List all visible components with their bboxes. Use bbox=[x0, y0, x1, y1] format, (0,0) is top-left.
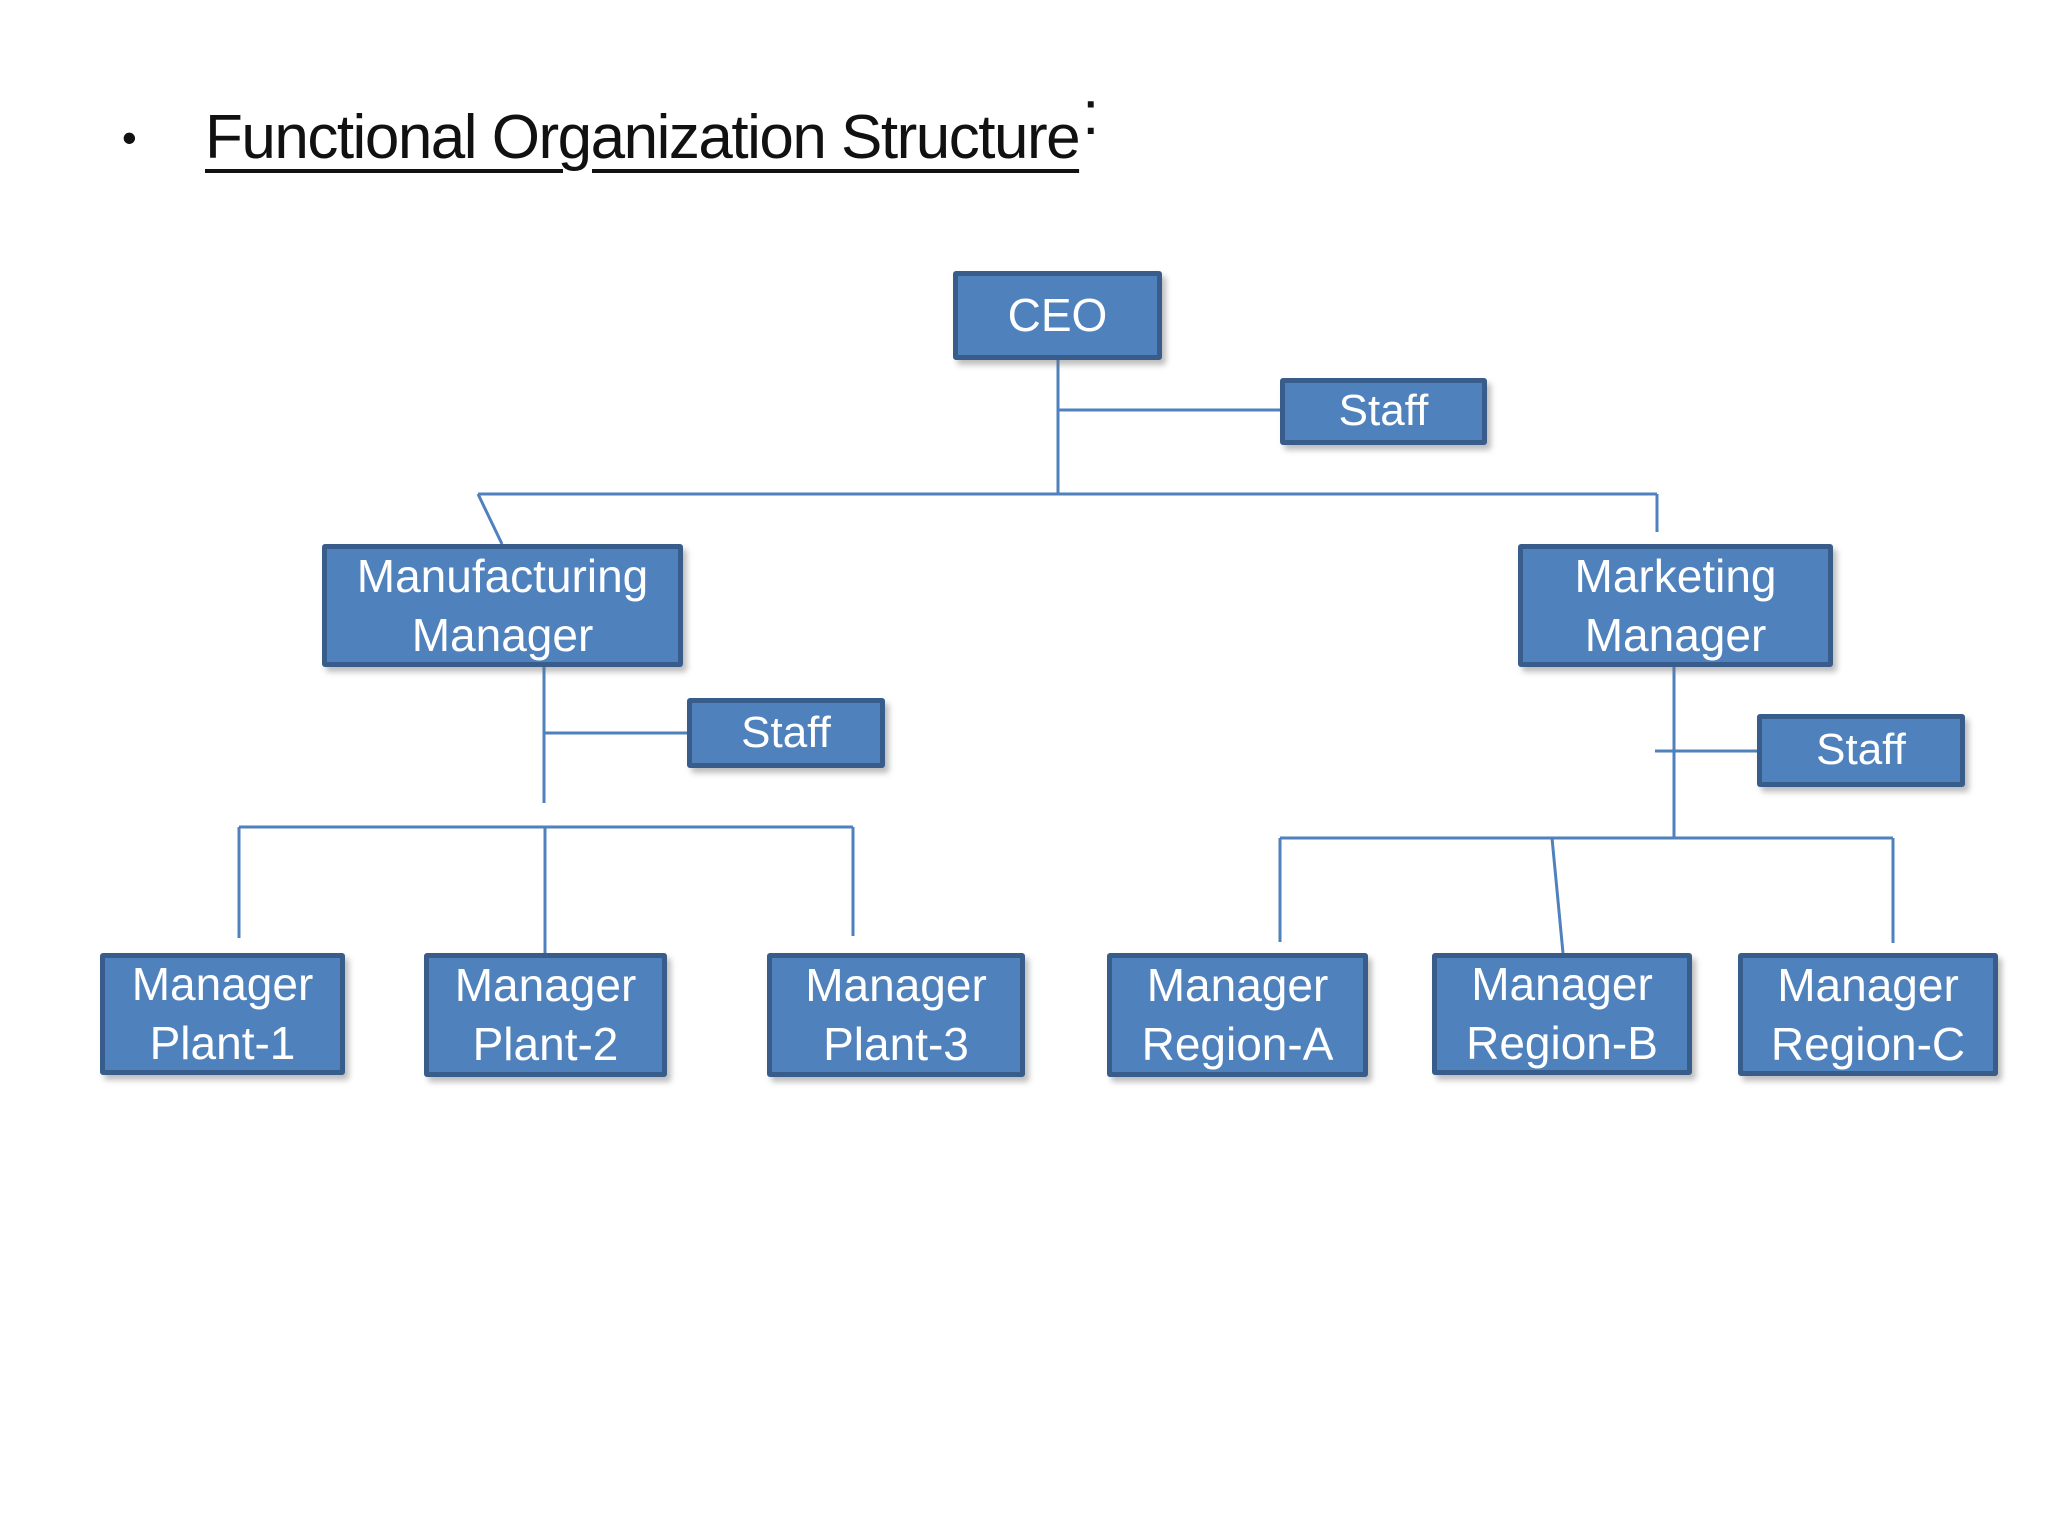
org-node-manager-plant-2: Manager Plant-2 bbox=[424, 953, 667, 1077]
org-node-staff-ceo: Staff bbox=[1280, 378, 1487, 445]
org-node-ceo: CEO bbox=[953, 271, 1162, 360]
title-colon: : bbox=[1082, 79, 1100, 148]
org-node-region-c-line1: Manager bbox=[1777, 958, 1959, 1011]
org-node-region-a-line1: Manager bbox=[1146, 959, 1329, 1012]
org-node-staff-manufacturing-label: Staff bbox=[741, 707, 831, 757]
org-node-region-b-line1: Manager bbox=[1471, 958, 1653, 1011]
org-node-manager-region-c: Manager Region-C bbox=[1738, 953, 1998, 1076]
org-node-manufacturing-manager: Manufacturing Manager bbox=[322, 544, 683, 667]
connector-bus-to-manufacturing-diagonal bbox=[476, 493, 504, 545]
org-node-manager-plant-1: Manager Plant-1 bbox=[100, 953, 345, 1075]
org-node-manager-region-a: Manager Region-A bbox=[1107, 953, 1368, 1077]
org-node-marketing-line2: Manager bbox=[1584, 608, 1767, 661]
title-bullet: • bbox=[122, 114, 137, 161]
org-node-marketing-line1: Marketing bbox=[1574, 549, 1777, 602]
org-node-plant-1-line1: Manager bbox=[131, 958, 314, 1011]
slide-title-row: • Functional Organization Structure: bbox=[122, 79, 1099, 174]
org-node-staff-marketing-label: Staff bbox=[1816, 725, 1906, 775]
org-node-staff-manufacturing: Staff bbox=[687, 698, 885, 768]
page-title: Functional Organization Structure bbox=[205, 103, 1081, 172]
org-node-marketing-manager: Marketing Manager bbox=[1518, 544, 1833, 667]
org-node-plant-3-line2: Plant-3 bbox=[823, 1018, 969, 1070]
org-node-region-b-line2: Region-B bbox=[1466, 1017, 1658, 1069]
org-node-manufacturing-line2: Manager bbox=[411, 608, 594, 661]
org-node-manufacturing-line1: Manufacturing bbox=[356, 549, 649, 602]
org-node-region-c-line2: Region-C bbox=[1770, 1017, 1966, 1070]
org-node-staff-marketing: Staff bbox=[1757, 714, 1965, 787]
org-node-plant-2-line1: Manager bbox=[454, 959, 637, 1012]
org-node-staff-ceo-label: Staff bbox=[1338, 386, 1429, 436]
org-node-plant-2-line2: Plant-2 bbox=[472, 1018, 619, 1070]
connector-drop-region-b-slanted bbox=[1550, 837, 1565, 954]
org-node-ceo-label: CEO bbox=[1007, 289, 1108, 342]
org-node-plant-3-line1: Manager bbox=[805, 959, 987, 1012]
org-node-plant-1-line2: Plant-1 bbox=[149, 1017, 296, 1069]
org-node-region-a-line2: Region-A bbox=[1141, 1018, 1334, 1070]
org-node-manager-region-b: Manager Region-B bbox=[1432, 953, 1692, 1075]
org-node-manager-plant-3: Manager Plant-3 bbox=[767, 953, 1025, 1077]
